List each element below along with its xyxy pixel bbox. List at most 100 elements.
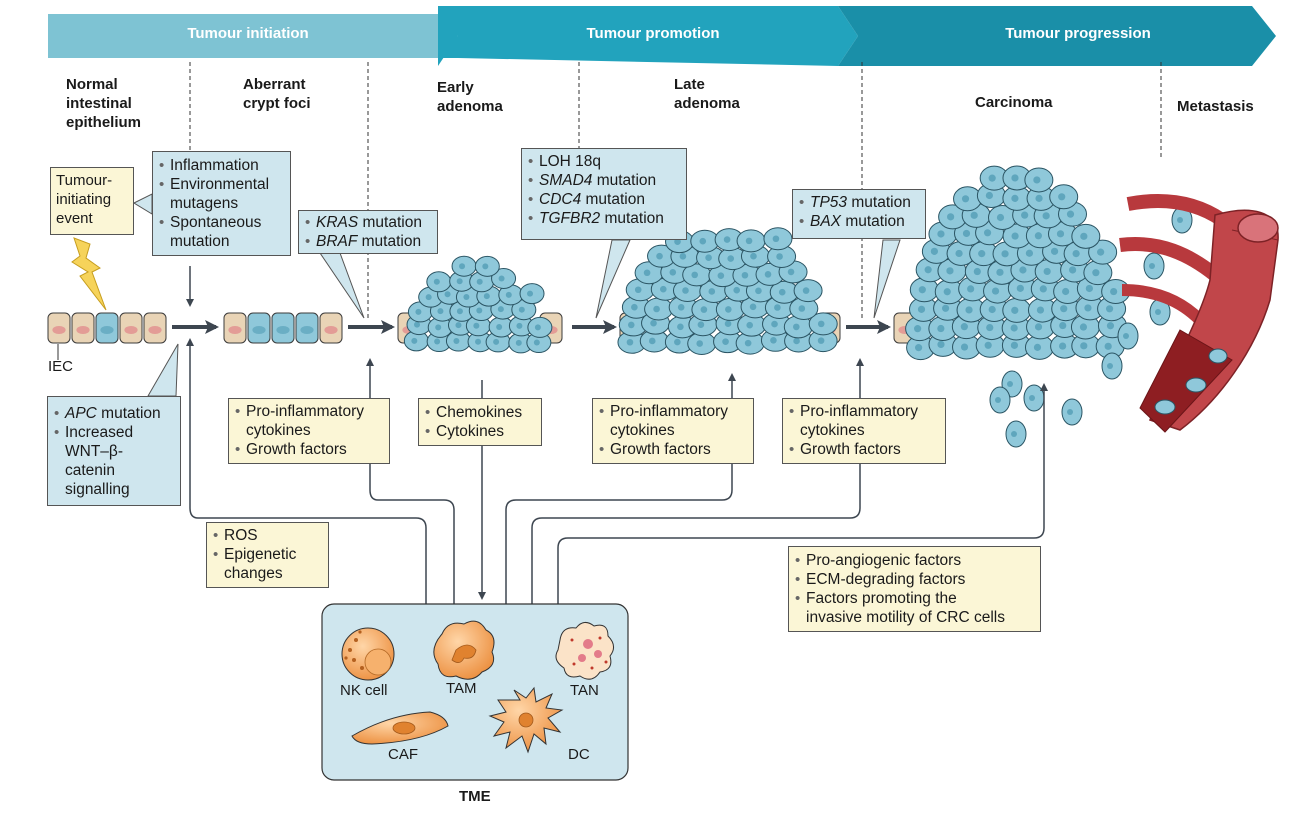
tumour-nucleus: [983, 229, 992, 237]
tumour-nucleus: [1097, 248, 1105, 256]
tumour-nucleus: [656, 252, 663, 260]
tumour-nucleus: [1110, 287, 1118, 296]
tumour-nucleus: [696, 340, 704, 347]
phase-initiation-label: Tumour initiation: [187, 25, 309, 42]
cell-nucleus: [52, 326, 66, 334]
tumour-nucleus: [988, 305, 996, 314]
stage-metastasis: Metastasis: [1177, 98, 1254, 115]
tumour-nucleus: [1084, 304, 1092, 312]
tumour-nucleus: [498, 275, 505, 282]
tumour-nucleus: [516, 322, 523, 329]
tumour-nucleus: [708, 288, 716, 295]
tumour-nucleus: [961, 195, 970, 203]
tumour-nucleus: [1107, 363, 1113, 369]
tumour-nucleus: [770, 337, 777, 344]
tumour-nucleus: [1155, 309, 1161, 315]
tumour-nucleus: [722, 338, 729, 345]
tumour-nucleus: [1011, 306, 1019, 314]
tumour-nucleus: [674, 238, 681, 245]
tumour-nucleus: [1036, 306, 1045, 314]
tumour-nucleus: [473, 322, 480, 329]
tumour-nucleus: [411, 337, 418, 344]
tumour-nucleus: [505, 291, 512, 298]
tumour-nucleus: [1059, 342, 1067, 350]
tumour-nucleus: [771, 320, 778, 328]
caf-label: CAF: [388, 746, 418, 763]
tumour-nucleus: [679, 253, 687, 260]
tumour-nucleus: [483, 293, 490, 300]
tumour-nucleus: [1069, 266, 1077, 274]
tumour-nucleus: [1034, 232, 1042, 240]
tumour-nucleus: [1079, 323, 1088, 331]
tumour-nucleus: [941, 304, 950, 312]
tumour-nucleus: [444, 291, 451, 298]
tumour-nucleus: [1007, 381, 1013, 387]
tumour-nucleus: [741, 271, 749, 279]
tumour-nucleus: [802, 287, 810, 294]
tumour-nucleus: [793, 337, 800, 345]
tumour-nucleus: [463, 294, 470, 301]
blood-vessel: [1119, 194, 1279, 433]
tumour-nucleus: [1042, 212, 1050, 220]
tumour-nucleus: [1106, 322, 1115, 330]
tumour-nucleus: [798, 305, 806, 312]
tumour-nucleus: [1034, 323, 1043, 331]
tumour-nucleus: [1035, 194, 1043, 202]
tumour-nucleus: [985, 191, 993, 200]
tumour-nucleus: [1058, 193, 1066, 201]
tumour-nucleus: [1019, 266, 1027, 274]
tam-label: TAM: [446, 680, 477, 697]
tumour-nucleus: [793, 323, 800, 331]
tumour-nucleus: [677, 304, 685, 311]
tumour-nucleus: [1033, 343, 1042, 351]
tan-cell-icon: [555, 622, 614, 680]
tumour-nucleus: [435, 324, 442, 331]
tumour-masses: [403, 165, 1193, 448]
tumour-nucleus: [518, 306, 525, 313]
tumour-nucleus: [746, 321, 754, 329]
tumour-nucleus: [434, 338, 441, 345]
tumour-nucleus: [930, 247, 938, 255]
tumour-nucleus: [1025, 249, 1034, 257]
cell-nucleus: [76, 326, 90, 334]
tumour-nucleus: [970, 211, 978, 219]
tumour-nucleus: [1059, 321, 1067, 330]
tumour-nucleus: [496, 323, 503, 330]
tumour-nucleus: [1011, 174, 1019, 182]
tumour-nucleus: [527, 290, 534, 297]
cell-nucleus: [300, 326, 314, 334]
tumour-nucleus: [631, 303, 638, 311]
tumour-nucleus: [991, 287, 1000, 295]
tumour-nucleus: [697, 321, 705, 329]
tumour-nucleus: [995, 397, 1001, 403]
tumour-nucleus: [914, 325, 922, 333]
cell-nucleus: [252, 326, 266, 334]
tumour-nucleus: [1123, 333, 1129, 339]
tumour-nucleus: [917, 305, 926, 313]
tumour-nucleus: [700, 306, 708, 313]
tme-title: TME: [459, 788, 491, 805]
tumour-nucleus: [1029, 395, 1035, 401]
tumour-nucleus: [725, 306, 732, 313]
tumour-nucleus: [677, 323, 684, 331]
tumour-nucleus: [960, 343, 969, 351]
tumour-nucleus: [764, 271, 772, 278]
nk-cell-icon: [341, 627, 395, 681]
tumour-nucleus: [1001, 250, 1009, 258]
tumour-nucleus: [965, 306, 973, 314]
tumour-nucleus: [1149, 263, 1155, 269]
phase-banner: [48, 6, 1276, 66]
tumour-nucleus: [1039, 285, 1047, 293]
tumour-nucleus: [455, 322, 462, 329]
tumour-nucleus: [772, 235, 780, 243]
tumour-nucleus: [717, 272, 725, 279]
tumour-nucleus: [1016, 284, 1024, 292]
cell-nucleus: [100, 326, 114, 334]
tumour-nucleus: [1060, 305, 1068, 313]
tumour-nucleus: [634, 286, 642, 294]
